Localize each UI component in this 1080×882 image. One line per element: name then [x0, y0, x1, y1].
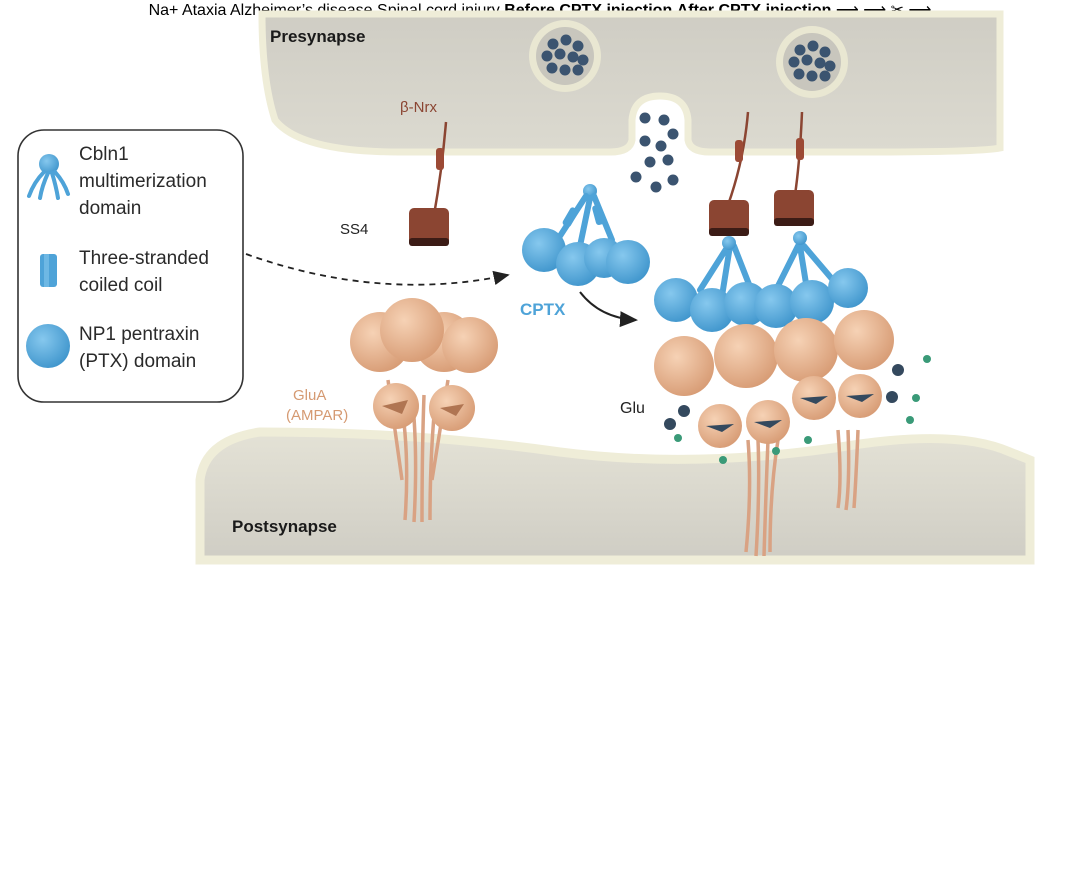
postsynapse-label: Postsynapse: [232, 517, 337, 536]
legend-box: [17, 129, 244, 403]
glua-label: GluA: [293, 387, 326, 404]
svg-text:NP1 pentraxin (PTX) domain: NP1 pentraxin (PTX) domain: [79, 324, 205, 372]
ampar-receptor: [350, 298, 498, 523]
legend-item-cbln1-line: Cbln1: [79, 144, 129, 165]
legend-item-coil-line: Three-stranded: [79, 248, 209, 269]
beta-nrx-label: β-Nrx: [400, 99, 437, 116]
sodium-label: Na+: [148, 2, 179, 19]
svg-text:Cbln1 multimerization: Cbln1 multimerization domain: [79, 144, 212, 219]
presynapse-membrane: [258, 10, 1004, 156]
presynapse-label: Presynapse: [270, 27, 365, 46]
legend-item-coil-line: coiled coil: [79, 275, 162, 296]
condition-label-ataxia: Ataxia: [181, 2, 227, 19]
binding-arrow: [579, 291, 638, 328]
released-glutamate: [630, 112, 679, 193]
beta-neurexin: [409, 121, 449, 246]
svg-text:GluA (AMPAR): GluA (AMPAR): [286, 387, 348, 424]
cptx-molecule: [654, 231, 868, 332]
cptx-label: CPTX: [520, 300, 566, 319]
legend-item-cbln1-line: domain: [79, 198, 141, 219]
postsynapse-membrane: [195, 427, 1035, 565]
ss4-label: SS4: [340, 221, 368, 238]
sodium-ions: [674, 355, 931, 464]
svg-text:Three-stranded coiled coil: Three-stranded coiled coil: [79, 248, 214, 296]
dashed-arrow: [245, 253, 510, 286]
synaptic-vesicle: [776, 26, 848, 98]
ampar-receptor: [744, 429, 860, 557]
beta-neurexin: [774, 111, 814, 226]
legend-item-cbln1-line: multimerization: [79, 171, 207, 192]
glu-label: Glu: [620, 400, 645, 417]
ampar-receptor: [654, 310, 894, 448]
pentraxin-domain-icon: [26, 324, 70, 368]
synaptic-vesicle: [529, 20, 601, 92]
beta-neurexin: [709, 111, 750, 236]
legend-item-ptx-line: NP1 pentraxin: [79, 324, 199, 345]
legend-item-ptx-line: (PTX) domain: [79, 351, 196, 372]
cbln1-multimerization-icon: [27, 154, 70, 200]
glutamate-molecules: [664, 364, 904, 430]
glua-label: (AMPAR): [286, 407, 348, 424]
coiled-coil-icon: [40, 254, 57, 287]
cptx-molecule: [522, 184, 650, 286]
